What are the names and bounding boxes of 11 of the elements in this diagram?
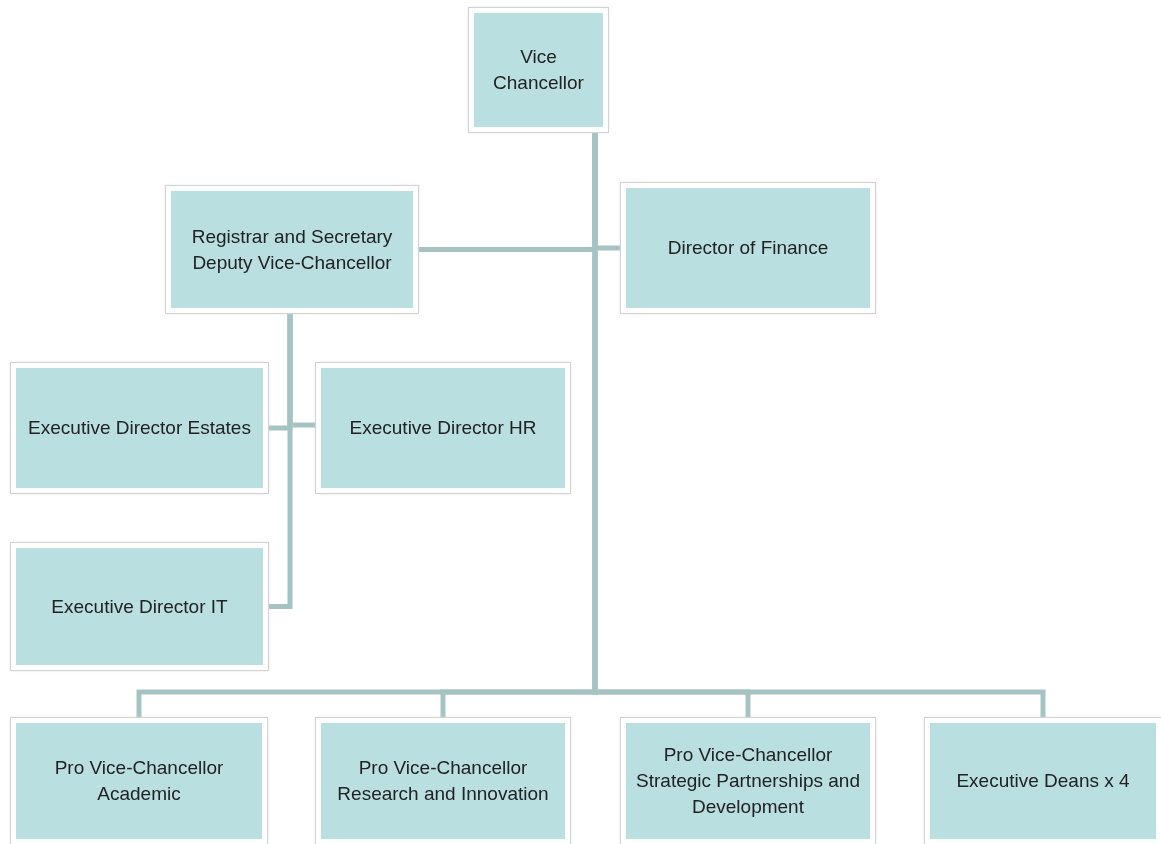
box-label: Executive Deans x 4 bbox=[956, 769, 1130, 793]
box-label: Registrar and Secretary Deputy Vice-Chancellor bbox=[190, 224, 394, 275]
box-label: Director of Finance bbox=[667, 236, 829, 260]
box-label: Executive Director Estates bbox=[28, 416, 251, 440]
box-label: Pro Vice-Chancellor Academic bbox=[53, 756, 225, 806]
box-label: Executive Director IT bbox=[51, 594, 228, 619]
box-label: Executive Director HR bbox=[349, 416, 537, 440]
box-label: Vice Chancellor bbox=[492, 45, 585, 95]
connector-line bbox=[268, 313, 293, 609]
box-label: Pro Vice-Chancellor Research and Innovation bbox=[336, 756, 550, 806]
box-label: Pro Vice-Chancellor Strategic Partnerships and Development bbox=[635, 743, 861, 819]
